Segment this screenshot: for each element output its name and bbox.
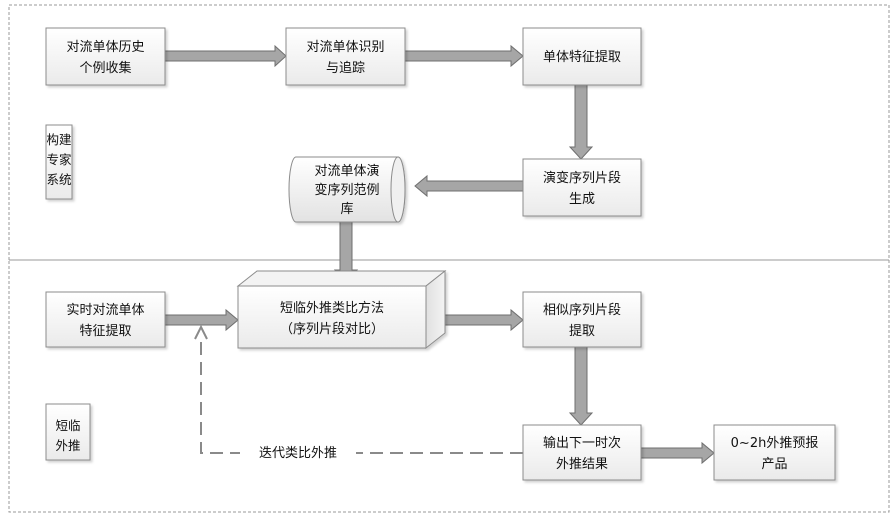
arrow-segment-to-library xyxy=(415,176,523,196)
node-feature-extract: 单体特征提取 xyxy=(523,28,641,85)
node-library-line-3: 库 xyxy=(340,201,353,217)
iteration-loop-line xyxy=(201,335,523,453)
node-segment-gen-line-2: 生成 xyxy=(569,192,595,207)
node-similar: 相似序列片段 提取 xyxy=(523,292,641,347)
node-identify-line-1: 对流单体识别 xyxy=(306,40,384,55)
node-historical: 对流单体历史 个例收集 xyxy=(46,28,165,85)
section-label-nowcast-line-1: 短临 xyxy=(55,418,80,433)
arrow-historical-to-identify xyxy=(165,46,286,66)
node-identify-line-2: 与追踪 xyxy=(326,60,365,76)
node-product-line-1: 0~2h外推预报 xyxy=(731,436,819,451)
arrow-output-to-product xyxy=(641,443,714,463)
node-analog-line-1: 短临外推类比方法 xyxy=(280,300,384,316)
arrow-identify-to-feature xyxy=(405,46,523,66)
node-next-output: 输出下一时次 外推结果 xyxy=(523,425,641,480)
node-historical-line-2: 个例收集 xyxy=(79,60,131,76)
node-historical-line-1: 对流单体历史 xyxy=(66,40,144,55)
iteration-loop-arrowhead xyxy=(195,327,207,339)
iteration-loop-label: 迭代类比外推 xyxy=(259,446,337,461)
node-library-line-2: 变序列范例 xyxy=(314,182,379,198)
node-identify: 对流单体识别 与追踪 xyxy=(286,28,405,85)
node-similar-line-2: 提取 xyxy=(569,323,595,339)
node-similar-line-1: 相似序列片段 xyxy=(543,303,621,318)
node-next-output-line-2: 外推结果 xyxy=(556,457,608,472)
arrow-feature-to-segment xyxy=(570,85,592,159)
node-library-line-1: 对流单体演 xyxy=(314,163,379,179)
node-next-output-line-1: 输出下一时次 xyxy=(543,435,621,451)
node-realtime: 实时对流单体 特征提取 xyxy=(46,292,165,347)
node-analog-line-2: （序列片段对比） xyxy=(280,322,384,337)
node-product-line-2: 产品 xyxy=(761,457,787,472)
section-label-build-line-3: 系统 xyxy=(46,172,71,187)
node-realtime-line-2: 特征提取 xyxy=(79,323,131,339)
node-product: 0~2h外推预报 产品 xyxy=(714,425,835,480)
node-segment-gen: 演变序列片段 生成 xyxy=(523,159,641,216)
section-label-nowcast-line-2: 外推 xyxy=(55,438,80,453)
section-label-nowcast: 短临 外推 xyxy=(46,404,90,460)
arrow-analog-to-similar xyxy=(445,310,523,330)
node-realtime-line-1: 实时对流单体 xyxy=(66,303,144,318)
node-segment-gen-line-1: 演变序列片段 xyxy=(543,170,621,186)
arrow-similar-to-output xyxy=(570,347,592,425)
node-feature-extract-line-1: 单体特征提取 xyxy=(543,49,621,65)
section-label-build-line-1: 构建 xyxy=(46,132,72,147)
section-label-build: 构建 专家 系统 xyxy=(46,125,72,199)
section-label-build-line-2: 专家 xyxy=(46,152,72,167)
